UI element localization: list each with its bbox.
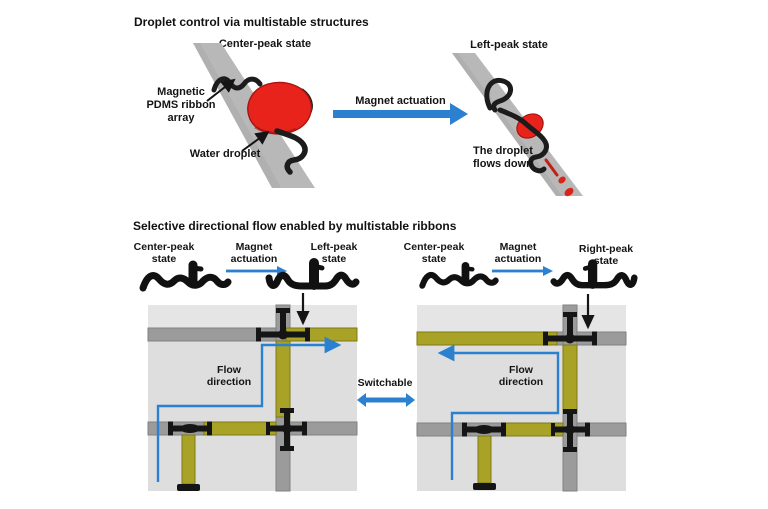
right-peak-ribbon-icon <box>550 259 638 289</box>
ribbon-peak-nub <box>582 264 595 271</box>
ribbon-strand <box>497 107 549 174</box>
grid-tile <box>148 305 357 328</box>
left-start-state-label: Center-peak state <box>133 241 195 266</box>
arrow-head <box>543 266 553 276</box>
ribbon-valve-cross-bottom <box>266 408 307 451</box>
left-actuation-label: Magnet actuation <box>230 241 278 266</box>
magnetic-ribbon-lower <box>274 128 308 175</box>
ramp-shadow-edge <box>452 53 562 196</box>
switchable-double-arrow-icon <box>357 393 415 407</box>
droplet-trace-dot <box>558 176 566 184</box>
left-end-state-label: Left-peak state <box>310 241 358 266</box>
arrow-body <box>366 397 406 403</box>
droplet-trace-dot <box>564 187 574 197</box>
liquid-channel-mid <box>203 421 277 436</box>
right-microfluidic-grid <box>416 294 627 492</box>
flow-path-arrow <box>437 344 560 480</box>
ribbon-array-label: Magnetic PDMS ribbon array <box>146 86 216 124</box>
ribbon-valve-cross-top <box>543 312 597 346</box>
ribbon-valve-cross-top <box>256 308 310 342</box>
channel-end-cap <box>473 483 496 490</box>
flow-path-arrow <box>156 336 342 482</box>
arrow-body <box>333 110 450 118</box>
droplet-pointer-arrow <box>241 130 270 152</box>
right-start-state-label: Center-peak state <box>403 241 465 266</box>
left-peak-ribbon-icon <box>265 258 360 290</box>
switchable-label: Switchable <box>357 377 413 389</box>
top-panel-title: Droplet control via multistable structur… <box>134 15 369 29</box>
bottom-panel-title: Selective directional flow enabled by mu… <box>133 219 457 233</box>
left-peak-diagram <box>452 53 583 197</box>
arrow-body <box>492 269 543 273</box>
ribbon-pointer-arrow <box>206 78 236 102</box>
ribbon-wave <box>419 272 499 289</box>
arrow-head-left <box>357 393 366 407</box>
ribbon-peak-nub <box>190 265 204 272</box>
ribbon-wave <box>139 272 232 292</box>
right-end-state-label: Right-peak state <box>578 243 634 268</box>
arrow-body <box>226 269 277 273</box>
grid-tile <box>417 305 626 332</box>
water-droplet-label: Water droplet <box>189 148 261 160</box>
ribbon-valve-horizontal <box>462 422 506 437</box>
channel-end-cap <box>177 484 200 491</box>
droplet-flows-caption: The droplet flows down <box>473 145 533 170</box>
ribbon-mirror-group <box>550 259 638 289</box>
liquid-channel-top-left <box>416 331 558 346</box>
center-peak-ribbon-icon <box>139 260 232 292</box>
liquid-channel-vertical <box>562 344 578 412</box>
center-peak-diagram <box>193 43 315 188</box>
center-peak-state-label: Center-peak state <box>218 38 312 50</box>
liquid-channel-stub <box>477 435 492 484</box>
liquid-channel-stub <box>181 434 196 485</box>
ribbon-peak-nub <box>311 263 325 271</box>
ramp-shadow-edge <box>193 43 281 188</box>
arrow-head <box>450 103 468 125</box>
magnet-actuation-label: Magnet actuation <box>355 95 446 107</box>
left-microfluidic-grid <box>147 293 358 492</box>
right-flow-direction-label: Flow direction <box>498 364 544 389</box>
ribbon-valve-horizontal <box>168 421 212 436</box>
magnet-actuation-arrow-icon <box>333 103 468 125</box>
arrow-head-right <box>406 393 415 407</box>
ribbon-loop <box>484 77 513 113</box>
water-droplet-shape <box>247 81 313 135</box>
left-flow-direction-label: Flow direction <box>206 364 252 389</box>
right-actuation-label: Magnet actuation <box>494 241 542 266</box>
red-streak <box>544 158 559 177</box>
center-peak-ribbon-icon-2 <box>419 261 499 289</box>
ribbon-valve-cross-bottom <box>551 409 590 452</box>
left-peak-state-label: Left-peak state <box>470 39 548 51</box>
ribbon-peak-nub <box>463 266 475 272</box>
right-actuation-arrow-icon <box>492 266 553 276</box>
liquid-channel-vertical <box>275 340 291 418</box>
